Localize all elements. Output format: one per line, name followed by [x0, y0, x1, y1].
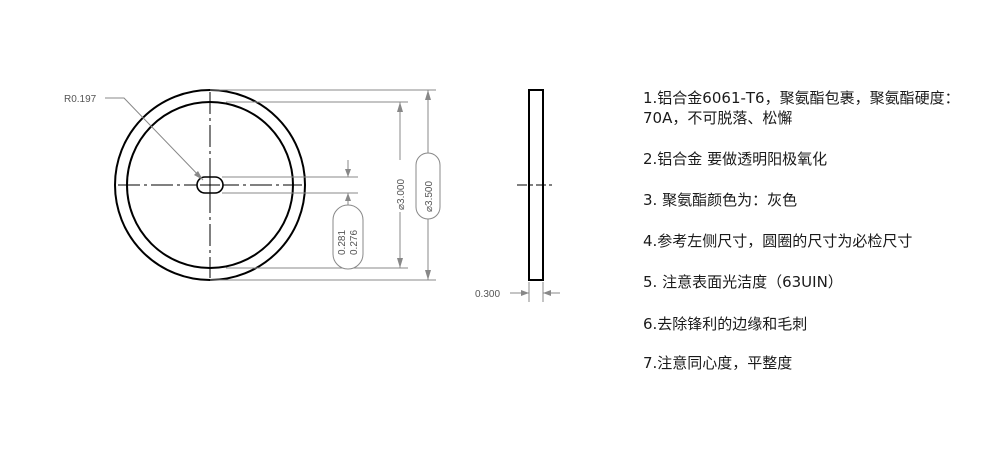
thickness-label: 0.300 [475, 289, 500, 300]
inner-diameter-label: ⌀3.000 [396, 179, 407, 210]
note-5: 5. 注意表面光洁度（63UIN） [643, 273, 843, 291]
inner-dim-gap [393, 160, 407, 212]
hole-dim-arrow-bottom [345, 193, 351, 201]
thickness-arrow-left [521, 290, 529, 296]
outer-diameter-label: ⌀3.500 [424, 181, 435, 212]
outer-dim-arrow-bottom [425, 270, 431, 280]
hole-dim-arrow-top [345, 169, 351, 177]
outer-dim-balloon [415, 152, 441, 220]
note-6: 6.去除锋利的边缘和毛刺 [643, 315, 808, 333]
radius-label: R0.197 [64, 94, 97, 105]
inner-dim-arrow-top [397, 102, 403, 112]
front-view: R0.197 ⌀3.500 ⌀3.000 0.281 0.276 [64, 89, 441, 281]
side-view: 0.300 [475, 89, 560, 302]
inner-dim-arrow-bottom [397, 258, 403, 268]
note-3: 3. 聚氨酯颜色为：灰色 [643, 191, 798, 209]
note-7: 7.注意同心度，平整度 [643, 354, 793, 372]
note-2: 2.铝合金 要做透明阳极氧化 [643, 150, 828, 168]
radius-leader [105, 97, 204, 181]
note-1: 1.铝合金6061-T6，聚氨酯包裹，聚氨酯硬度：70A，不可脱落、松懈 [643, 89, 960, 127]
hole-dim-balloon [332, 204, 364, 270]
note-4: 4.参考左侧尺寸，圆圈的尺寸为必检尺寸 [643, 232, 913, 250]
outer-dim-arrow-top [425, 90, 431, 100]
thickness-arrow-right [543, 290, 551, 296]
hole-size-lower: 0.276 [349, 230, 360, 255]
radius-arrowhead [194, 171, 203, 180]
hole-size-upper: 0.281 [337, 230, 348, 255]
